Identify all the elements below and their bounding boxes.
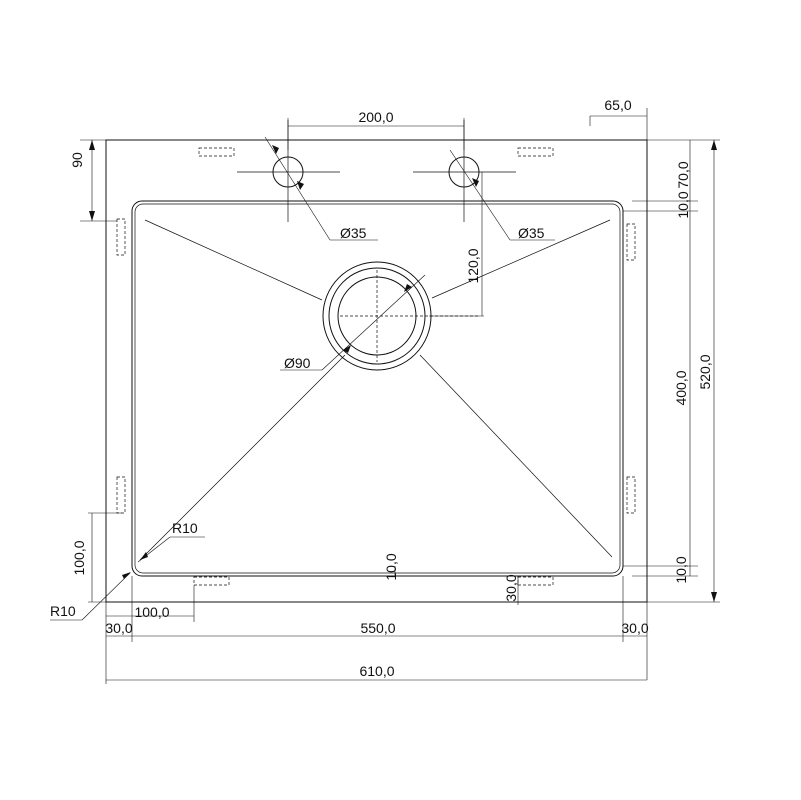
dimension-120: 120,0 bbox=[429, 172, 484, 317]
dimension-65: 65,0 bbox=[589, 97, 648, 680]
bowl-slope-lines bbox=[139, 219, 613, 561]
bowl-inner-edge bbox=[134, 203, 621, 574]
dimension-30-left-label: 30,0 bbox=[105, 620, 132, 636]
bowl-outline bbox=[131, 200, 624, 577]
radius-inner-label: R10 bbox=[172, 520, 198, 536]
dimension-10-bottom-right-label: 10,0 bbox=[673, 556, 689, 583]
dimension-30-bottom-label: 30,0 bbox=[503, 574, 519, 601]
dimension-10-bottom-center: 10,0 bbox=[383, 553, 399, 580]
dimension-30-right-label: 30,0 bbox=[621, 620, 648, 636]
leader-hole-right: Ø35 bbox=[449, 149, 555, 241]
dimension-70-label: 70,0 bbox=[675, 161, 691, 188]
radius-outer-label: R10 bbox=[50, 603, 76, 619]
dimension-520-label: 520,0 bbox=[697, 354, 713, 389]
leader-radius-outer: R10 bbox=[50, 572, 131, 621]
dimension-120-label: 120,0 bbox=[465, 248, 481, 283]
dimension-200: 200,0 bbox=[287, 109, 465, 150]
dimension-200-label: 200,0 bbox=[358, 109, 393, 125]
leader-radius-inner: R10 bbox=[137, 520, 205, 563]
dimension-right-group: 70,0 10,0 400,0 520,0 10,0 bbox=[623, 139, 720, 603]
dimension-10-bottom-center-label: 10,0 bbox=[383, 553, 399, 580]
dimension-550-label: 550,0 bbox=[360, 620, 395, 636]
dimension-100-horizontal-label: 100,0 bbox=[134, 604, 169, 620]
hole-left-label: Ø35 bbox=[340, 225, 367, 241]
hole-right-label: Ø35 bbox=[518, 225, 545, 241]
dimension-bottom-chain: 30,0 550,0 30,0 bbox=[105, 576, 649, 684]
dimension-30-bottom: 30,0 bbox=[503, 574, 519, 605]
dimension-10-top-label: 10,0 bbox=[675, 191, 691, 218]
drain-symbol bbox=[322, 261, 480, 371]
tap-hole-left bbox=[237, 120, 340, 222]
dimension-100-vertical: 100,0 bbox=[71, 512, 122, 603]
dimension-400-label: 400,0 bbox=[673, 370, 689, 405]
tap-hole-right bbox=[413, 120, 516, 222]
leader-hole-left: Ø35 bbox=[264, 136, 378, 241]
dimension-610-label: 610,0 bbox=[359, 663, 394, 679]
dimension-100-horizontal: 100,0 bbox=[106, 585, 195, 622]
dimension-90: 90 bbox=[69, 139, 117, 222]
leader-drain: Ø90 bbox=[280, 274, 426, 371]
dimension-100-vertical-label: 100,0 bbox=[71, 540, 87, 575]
dimension-90-label: 90 bbox=[69, 152, 85, 168]
dimension-65-label: 65,0 bbox=[604, 97, 631, 113]
dimension-610: 610,0 bbox=[106, 663, 647, 681]
drain-label: Ø90 bbox=[284, 355, 311, 371]
